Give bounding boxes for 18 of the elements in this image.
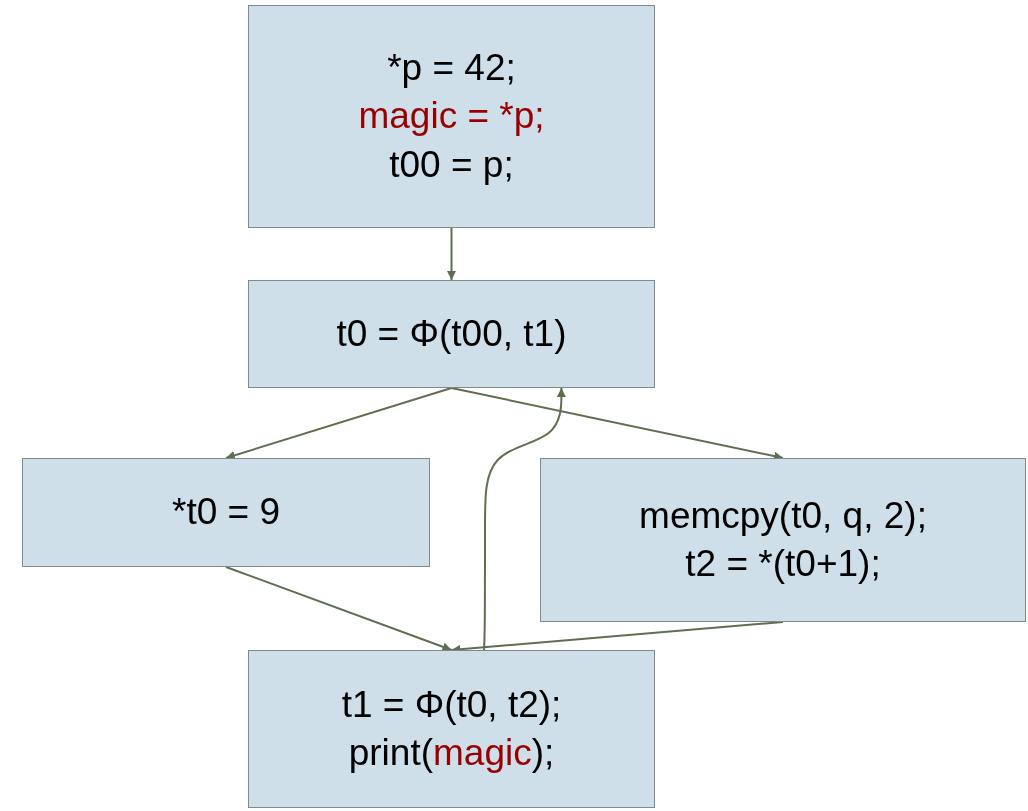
code-line: t1 = Φ(t0, t2); [341,682,562,727]
code-line: t0 = Φ(t00, t1) [336,311,567,356]
code-line: print(magic); [348,731,555,775]
arrow [225,387,453,460]
code-line: t2 = *(t0+1); [685,542,881,586]
code-block-box [540,458,1026,622]
arrow [447,227,456,281]
code-line: memcpy(t0, q, 2); [639,493,927,538]
code-block-box [22,458,430,567]
code-line: t00 = p; [389,142,514,187]
code-line: *p = 42; [387,46,516,91]
code-line: *t0 = 9 [172,490,280,535]
code-block-box [248,5,655,228]
code-block-box [248,280,655,388]
arrow [225,566,453,652]
arrow [483,387,566,651]
code-block-box [248,650,655,808]
code-line: magic = *p; [358,94,545,139]
